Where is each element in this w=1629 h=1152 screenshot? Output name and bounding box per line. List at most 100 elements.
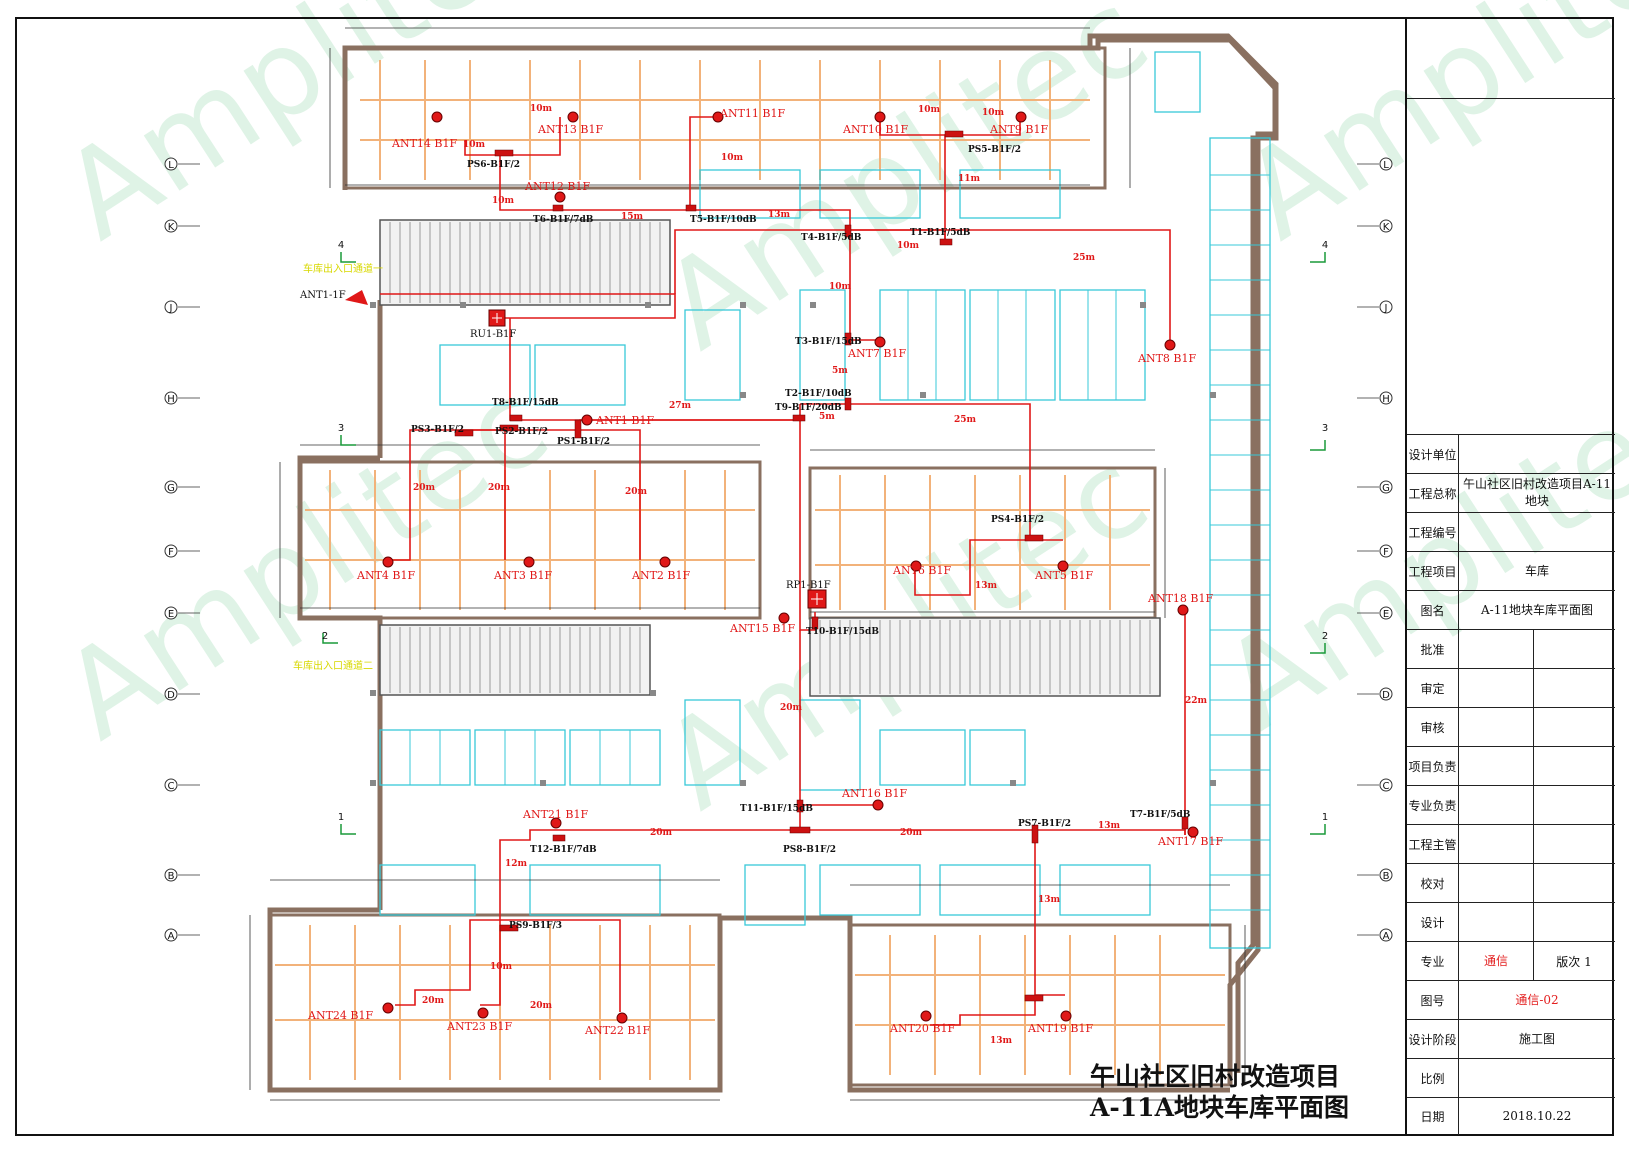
- grid-axis-bubbles: [164, 157, 1393, 942]
- axis-label: E: [1383, 609, 1389, 620]
- title-block-divider: [1533, 786, 1534, 824]
- building-bottom-left-rooms: [275, 925, 715, 1080]
- splitter-label: PS5-B1F/2: [968, 145, 1021, 155]
- title-block-version: 版次 1: [1556, 954, 1592, 969]
- cable-length: 25m: [1073, 253, 1096, 263]
- building-mid-right-rooms: [815, 475, 1150, 610]
- section-label: 4: [338, 240, 344, 251]
- antenna-label: ANT22 B1F: [584, 1024, 650, 1037]
- rru-unit: [488, 309, 827, 609]
- title-block-row: 图号 通信-02: [1407, 980, 1615, 1019]
- cable-length: 13m: [1098, 821, 1121, 831]
- cable-length: 10m: [918, 105, 941, 115]
- splitter-label: PS2-B1F/2: [495, 427, 548, 437]
- cable-length: 12m: [505, 859, 528, 869]
- title-block-label: 日期: [1407, 1098, 1459, 1135]
- cable-length: 20m: [900, 828, 923, 838]
- antenna-icons: [382, 111, 1199, 1024]
- antenna-label: ANT12 B1F: [524, 180, 590, 193]
- grid-axis-labels: L K J H G F E D C B A L K J H G F E D C …: [167, 160, 1390, 942]
- cable-length: 10m: [530, 104, 553, 114]
- cable-length: 10m: [982, 108, 1005, 118]
- title-block-label: 批准: [1407, 630, 1459, 668]
- title-block-divider: [1533, 669, 1534, 707]
- title-block-divider: [1533, 747, 1534, 785]
- antenna-label: ANT10 B1F: [842, 123, 908, 136]
- antenna-label: ANT20 B1F: [889, 1022, 955, 1035]
- coupler-label: T12-B1F/7dB: [530, 845, 597, 855]
- cable-length: 5m: [832, 366, 848, 376]
- cable-length: 13m: [990, 1036, 1013, 1046]
- title-block-row: 设计单位: [1407, 434, 1615, 473]
- axis-label: C: [168, 781, 175, 792]
- sheet-border: [15, 17, 1614, 1136]
- splitter-label: PS7-B1F/2: [1018, 819, 1071, 829]
- antenna-label: ANT18 B1F: [1147, 592, 1213, 605]
- axis-label: F: [168, 547, 174, 558]
- title-block-row: 批准: [1407, 629, 1615, 668]
- splitter-label: PS4-B1F/2: [991, 515, 1044, 525]
- dimension-lines: [249, 27, 1246, 1101]
- splitter-label: PS3-B1F/2: [411, 425, 464, 435]
- axis-label: L: [168, 160, 174, 171]
- title-block-label: 审核: [1407, 708, 1459, 746]
- title-block-row: 专业 通信 版次 1: [1407, 941, 1615, 980]
- antenna-label: ANT23 B1F: [446, 1020, 512, 1033]
- ramp-one: [379, 219, 671, 306]
- title-block-row: 设计阶段 施工图: [1407, 1019, 1615, 1058]
- coupler-labels: T1-B1F/5dB T2-B1F/10dB T3-B1F/15dB T4-B1…: [492, 215, 1191, 855]
- title-block-value: 通信: [1483, 953, 1508, 968]
- title-block-row: 图名 A-11地块车库平面图: [1407, 590, 1615, 629]
- section-label: 1: [1322, 812, 1328, 823]
- building-bottom-right-rooms: [855, 935, 1225, 1075]
- outdoor-antenna-icon: [345, 290, 368, 305]
- title-block-label: 设计阶段: [1407, 1020, 1459, 1058]
- ramp-two: [379, 624, 651, 696]
- grid-axis-dash: [178, 163, 1379, 936]
- section-label: 1: [338, 812, 344, 823]
- title-block-row: 工程主管: [1407, 824, 1615, 863]
- cable-length: 22m: [1185, 696, 1208, 706]
- axis-label: H: [167, 394, 175, 405]
- axis-label: G: [167, 483, 175, 494]
- coupler-label: T9-B1F/20dB: [775, 403, 842, 413]
- axis-label: F: [1383, 547, 1389, 558]
- splitter-labels: PS1-B1F/2 PS2-B1F/2 PS3-B1F/2 PS4-B1F/2 …: [411, 145, 1071, 931]
- title-block-divider: [1533, 630, 1534, 668]
- cable-length: 5m: [819, 412, 835, 422]
- title-block-divider: [1533, 942, 1534, 980]
- coupler-label: T1-B1F/5dB: [910, 228, 971, 238]
- coupler-label: T6-B1F/7dB: [533, 215, 594, 225]
- entrance-label: 车库出入口通道一: [303, 262, 383, 275]
- antenna-label: ANT2 B1F: [631, 569, 690, 582]
- cable-length: 20m: [413, 483, 436, 493]
- cable-length: 27m: [669, 401, 692, 411]
- title-block-row: 设计: [1407, 902, 1615, 941]
- axis-label: H: [1382, 394, 1390, 405]
- cable-length: 10m: [829, 282, 852, 292]
- title-block-label: 工程主管: [1407, 825, 1459, 863]
- title-block-blank-area: [1407, 98, 1615, 434]
- antenna-label: ANT17 B1F: [1157, 835, 1223, 848]
- title-block-label: 设计单位: [1407, 435, 1459, 473]
- section-label: 2: [322, 631, 328, 642]
- antenna-label: ANT19 B1F: [1027, 1022, 1093, 1035]
- cable-length: 20m: [530, 1001, 553, 1011]
- title-block-row: 工程总称 午山社区旧村改造项目A-11地块: [1407, 473, 1615, 512]
- antenna-label: ANT13 B1F: [537, 123, 603, 136]
- title-block-label: 专业: [1407, 942, 1459, 980]
- section-marks: [322, 252, 1326, 835]
- antenna-label: ANT8 B1F: [1137, 352, 1196, 365]
- title-block-value: [1459, 1059, 1615, 1097]
- title-block-label: 图号: [1407, 981, 1459, 1019]
- structural-columns: [370, 302, 1216, 786]
- building-bottom-left: [268, 913, 722, 1092]
- antenna-label: ANT4 B1F: [356, 569, 415, 582]
- title-block-row: 校对: [1407, 863, 1615, 902]
- cable-length: 25m: [954, 415, 977, 425]
- splitter-label: PS9-B1F/3: [509, 921, 562, 931]
- title-block-label: 工程编号: [1407, 513, 1459, 551]
- cable-length: 20m: [488, 483, 511, 493]
- parking-dividers: [409, 174, 1270, 911]
